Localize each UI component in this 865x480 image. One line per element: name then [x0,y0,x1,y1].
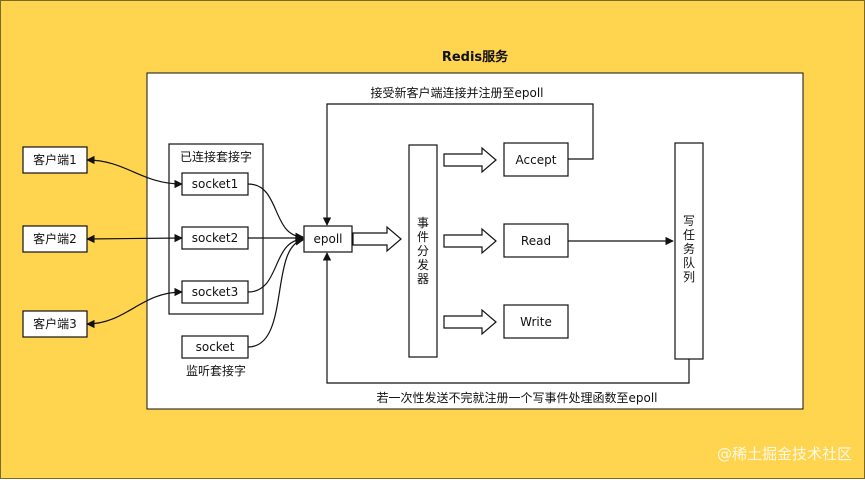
client-3-label: 客户端3 [33,316,77,331]
client-2: 客户端2 [22,225,88,253]
epoll-label: epoll [313,232,342,246]
write-task-queue [674,142,704,360]
client-3: 客户端3 [22,310,88,338]
queue-char-5: 列 [683,270,695,284]
dispatcher-char-4: 发 [417,257,429,272]
dispatcher-char-2: 件 [417,230,429,244]
accept-epoll-loop [322,103,594,226]
dispatcher-char-1: 事 [417,216,429,230]
socket3-epoll-arrow [247,235,304,293]
client-1: 客户端1 [22,146,88,174]
listen-socket: socket [181,335,249,359]
epoll-dispatcher-arrow [352,225,402,253]
dispatcher-read-arrow [443,227,497,255]
dispatcher-char-5: 器 [417,272,429,286]
epoll-box: epoll [303,225,353,253]
accept-handler: Accept [503,142,569,177]
queue-char-1: 写 [683,214,695,228]
watermark-text: @稀土掘金技术社区 [717,445,852,463]
client2-socket2-arrow [86,233,183,244]
socket1-epoll-arrow [247,183,304,241]
client3-socket3-arrow [86,287,183,329]
write-handler: Write [503,304,569,339]
client-2-label: 客户端2 [33,231,77,246]
socket-1-label: socket1 [192,177,238,191]
queue-char-4: 队 [683,255,695,270]
listen-epoll-arrow [247,237,304,348]
queue-char-3: 务 [683,241,695,256]
socket-2: socket2 [181,226,249,250]
bottom-loop-label: 若一次性发送不完就注册一个写事件处理函数至epoll [376,390,657,405]
connected-sockets-label: 已连接套接字 [180,149,252,164]
client-1-label: 客户端1 [33,152,77,167]
read-handler: Read [503,223,569,258]
socket-3: socket3 [181,280,249,304]
event-dispatcher-label: 事 件 分 发 器 [417,216,429,286]
listen-socket-caption: 监听套接字 [186,363,246,378]
listen-socket-label: socket [196,340,235,354]
write-label: Write [520,315,552,329]
accept-label: Accept [516,153,557,167]
event-dispatcher [408,144,438,358]
write-task-queue-label: 写 任 务 队 列 [683,214,695,284]
top-loop-label: 接受新客户端连接并注册至epoll [370,85,543,100]
queue-epoll-loop [322,252,690,384]
socket-1: socket1 [181,172,249,196]
socket-2-label: socket2 [192,231,238,245]
queue-char-2: 任 [683,228,695,242]
dispatcher-write-arrow [443,308,497,336]
read-label: Read [521,234,551,248]
dispatcher-accept-arrow [443,146,497,174]
client1-socket1-arrow [86,155,183,189]
service-title: Redis服务 [442,49,509,65]
socket-3-label: socket3 [192,285,238,299]
dispatcher-char-3: 分 [417,244,429,258]
